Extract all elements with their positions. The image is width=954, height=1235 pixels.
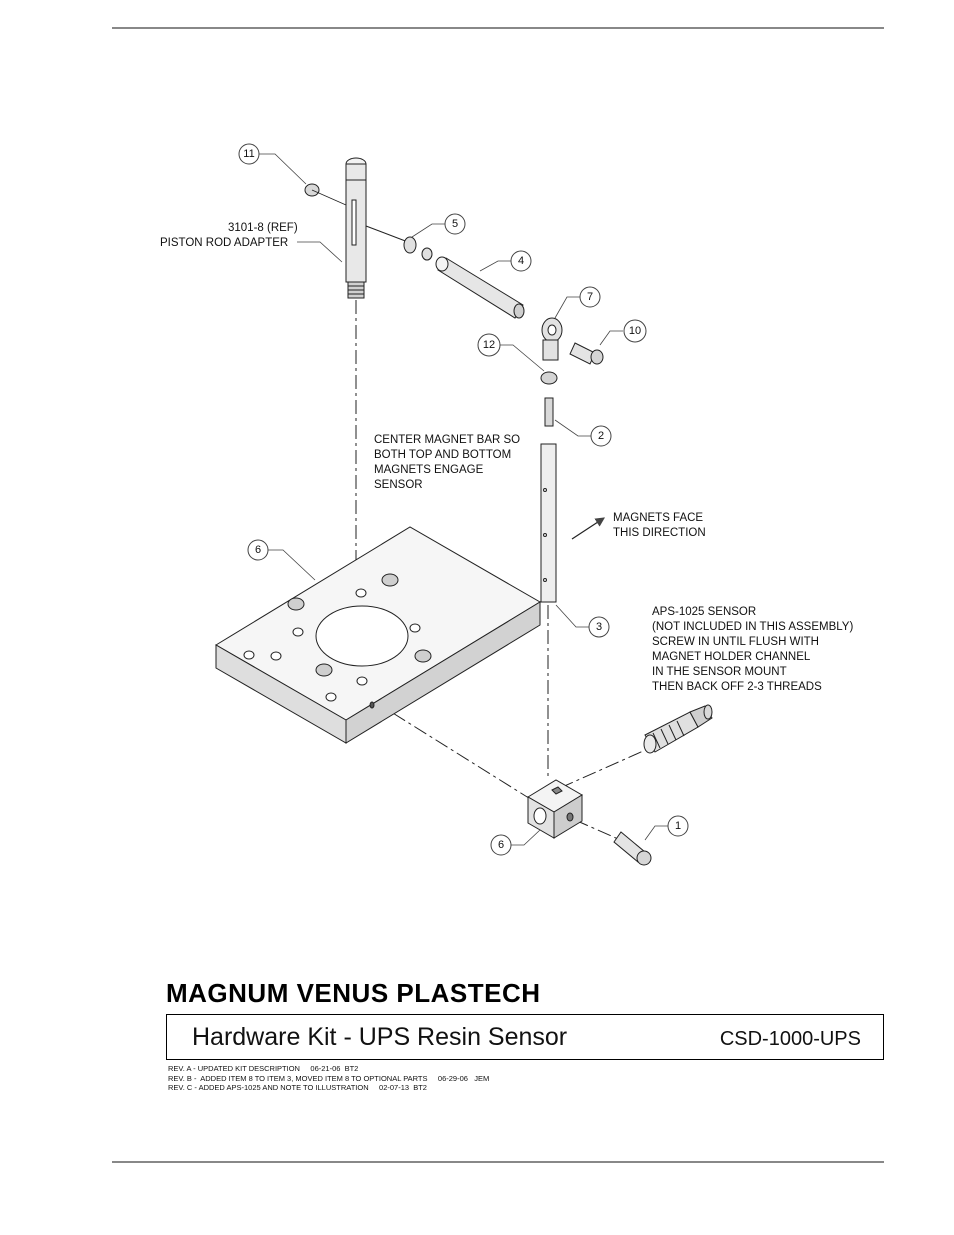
rod-end-9: [541, 317, 563, 361]
balloon-5: 5: [444, 213, 466, 235]
svg-text:10: 10: [629, 325, 641, 337]
screw-10: [569, 342, 604, 365]
revision-a: REV. A - UPDATED KIT DESCRIPTION 06-21-0…: [168, 1064, 359, 1073]
svg-text:THEN BACK OFF 2-3 THREADS: THEN BACK OFF 2-3 THREADS: [652, 681, 822, 693]
nut-12: [540, 371, 558, 385]
svg-text:12: 12: [483, 339, 495, 351]
svg-text:6: 6: [498, 839, 504, 851]
magnets-face-note: MAGNETS FACE THIS DIRECTION: [613, 512, 706, 539]
stud-5: [365, 225, 433, 261]
center-magnet-note: CENTER MAGNET BAR SO BOTH TOP AND BOTTOM…: [374, 434, 520, 491]
svg-text:MAGNETS FACE: MAGNETS FACE: [613, 512, 703, 524]
svg-text:MAGNETS ENGAGE: MAGNETS ENGAGE: [374, 464, 484, 476]
svg-text:6: 6: [255, 544, 261, 556]
top-rule: [112, 27, 884, 29]
balloon-9: 7: [579, 286, 601, 308]
svg-text:(NOT INCLUDED IN THIS ASSEMBLY: (NOT INCLUDED IN THIS ASSEMBLY): [652, 621, 853, 633]
exploded-assembly-diagram: 11 5 4 7 10 12 2 6 3 1 6 3101-8 (REF) PI…: [160, 143, 853, 866]
sensor-note: APS-1025 SENSOR (NOT INCLUDED IN THIS AS…: [652, 606, 853, 693]
title-block: Hardware Kit - UPS Resin Sensor CSD-1000…: [166, 1014, 884, 1060]
kit-title: Hardware Kit - UPS Resin Sensor: [192, 1023, 568, 1051]
svg-text:2: 2: [598, 430, 604, 442]
magnet-bar-3: [540, 443, 557, 603]
revision-notes: REV. A - UPDATED KIT DESCRIPTION 06-21-0…: [168, 1064, 489, 1093]
part-number: CSD-1000-UPS: [719, 1028, 861, 1050]
balloon-10: 10: [623, 319, 647, 343]
balloon-11: 11: [238, 143, 260, 165]
svg-text:MAGNET HOLDER CHANNEL: MAGNET HOLDER CHANNEL: [652, 651, 811, 663]
balloon-3: 3: [588, 616, 610, 638]
svg-text:4: 4: [518, 255, 524, 267]
piston-ref-label: 3101-8 (REF): [228, 222, 298, 234]
balloon-2: 2: [590, 425, 612, 447]
balloon-1: 1: [667, 815, 689, 837]
svg-text:SCREW IN UNTIL FLUSH WITH: SCREW IN UNTIL FLUSH WITH: [652, 636, 819, 648]
revision-c: REV. C - ADDED APS-1025 AND NOTE TO ILLU…: [168, 1083, 427, 1092]
bottom-rule: [112, 1161, 884, 1163]
screw-1: [613, 831, 652, 866]
spacer-tube-4: [435, 256, 525, 319]
sensor-mount-6: [527, 779, 583, 839]
piston-rod-adapter: [345, 157, 367, 299]
balloon-7: 6: [247, 539, 269, 561]
svg-text:THIS DIRECTION: THIS DIRECTION: [613, 527, 706, 539]
svg-text:5: 5: [452, 218, 458, 230]
mounting-plate-7: [215, 526, 541, 744]
svg-text:3: 3: [596, 621, 602, 633]
svg-text:1: 1: [675, 820, 681, 832]
sensor-aps-1025: [643, 704, 713, 754]
company-name: MAGNUM VENUS PLASTECH: [166, 978, 541, 1008]
balloon-4: 4: [510, 250, 532, 272]
piston-name-label: PISTON ROD ADAPTER: [160, 237, 288, 249]
svg-text:APS-1025 SENSOR: APS-1025 SENSOR: [652, 606, 756, 618]
balloon-6: 6: [490, 834, 512, 856]
svg-text:11: 11: [243, 148, 254, 160]
svg-text:IN THE SENSOR MOUNT: IN THE SENSOR MOUNT: [652, 666, 787, 678]
balloon-12: 12: [477, 333, 501, 357]
leader-lines: [258, 153, 668, 846]
svg-text:CENTER MAGNET BAR SO: CENTER MAGNET BAR SO: [374, 434, 520, 446]
svg-text:7: 7: [587, 291, 593, 303]
svg-text:BOTH TOP AND BOTTOM: BOTH TOP AND BOTTOM: [374, 449, 511, 461]
stud-2: [544, 397, 554, 427]
magnets-direction-arrow: [571, 517, 606, 540]
revision-b: REV. B - ADDED ITEM 8 TO ITEM 3, MOVED I…: [168, 1073, 490, 1083]
svg-text:SENSOR: SENSOR: [374, 479, 423, 491]
